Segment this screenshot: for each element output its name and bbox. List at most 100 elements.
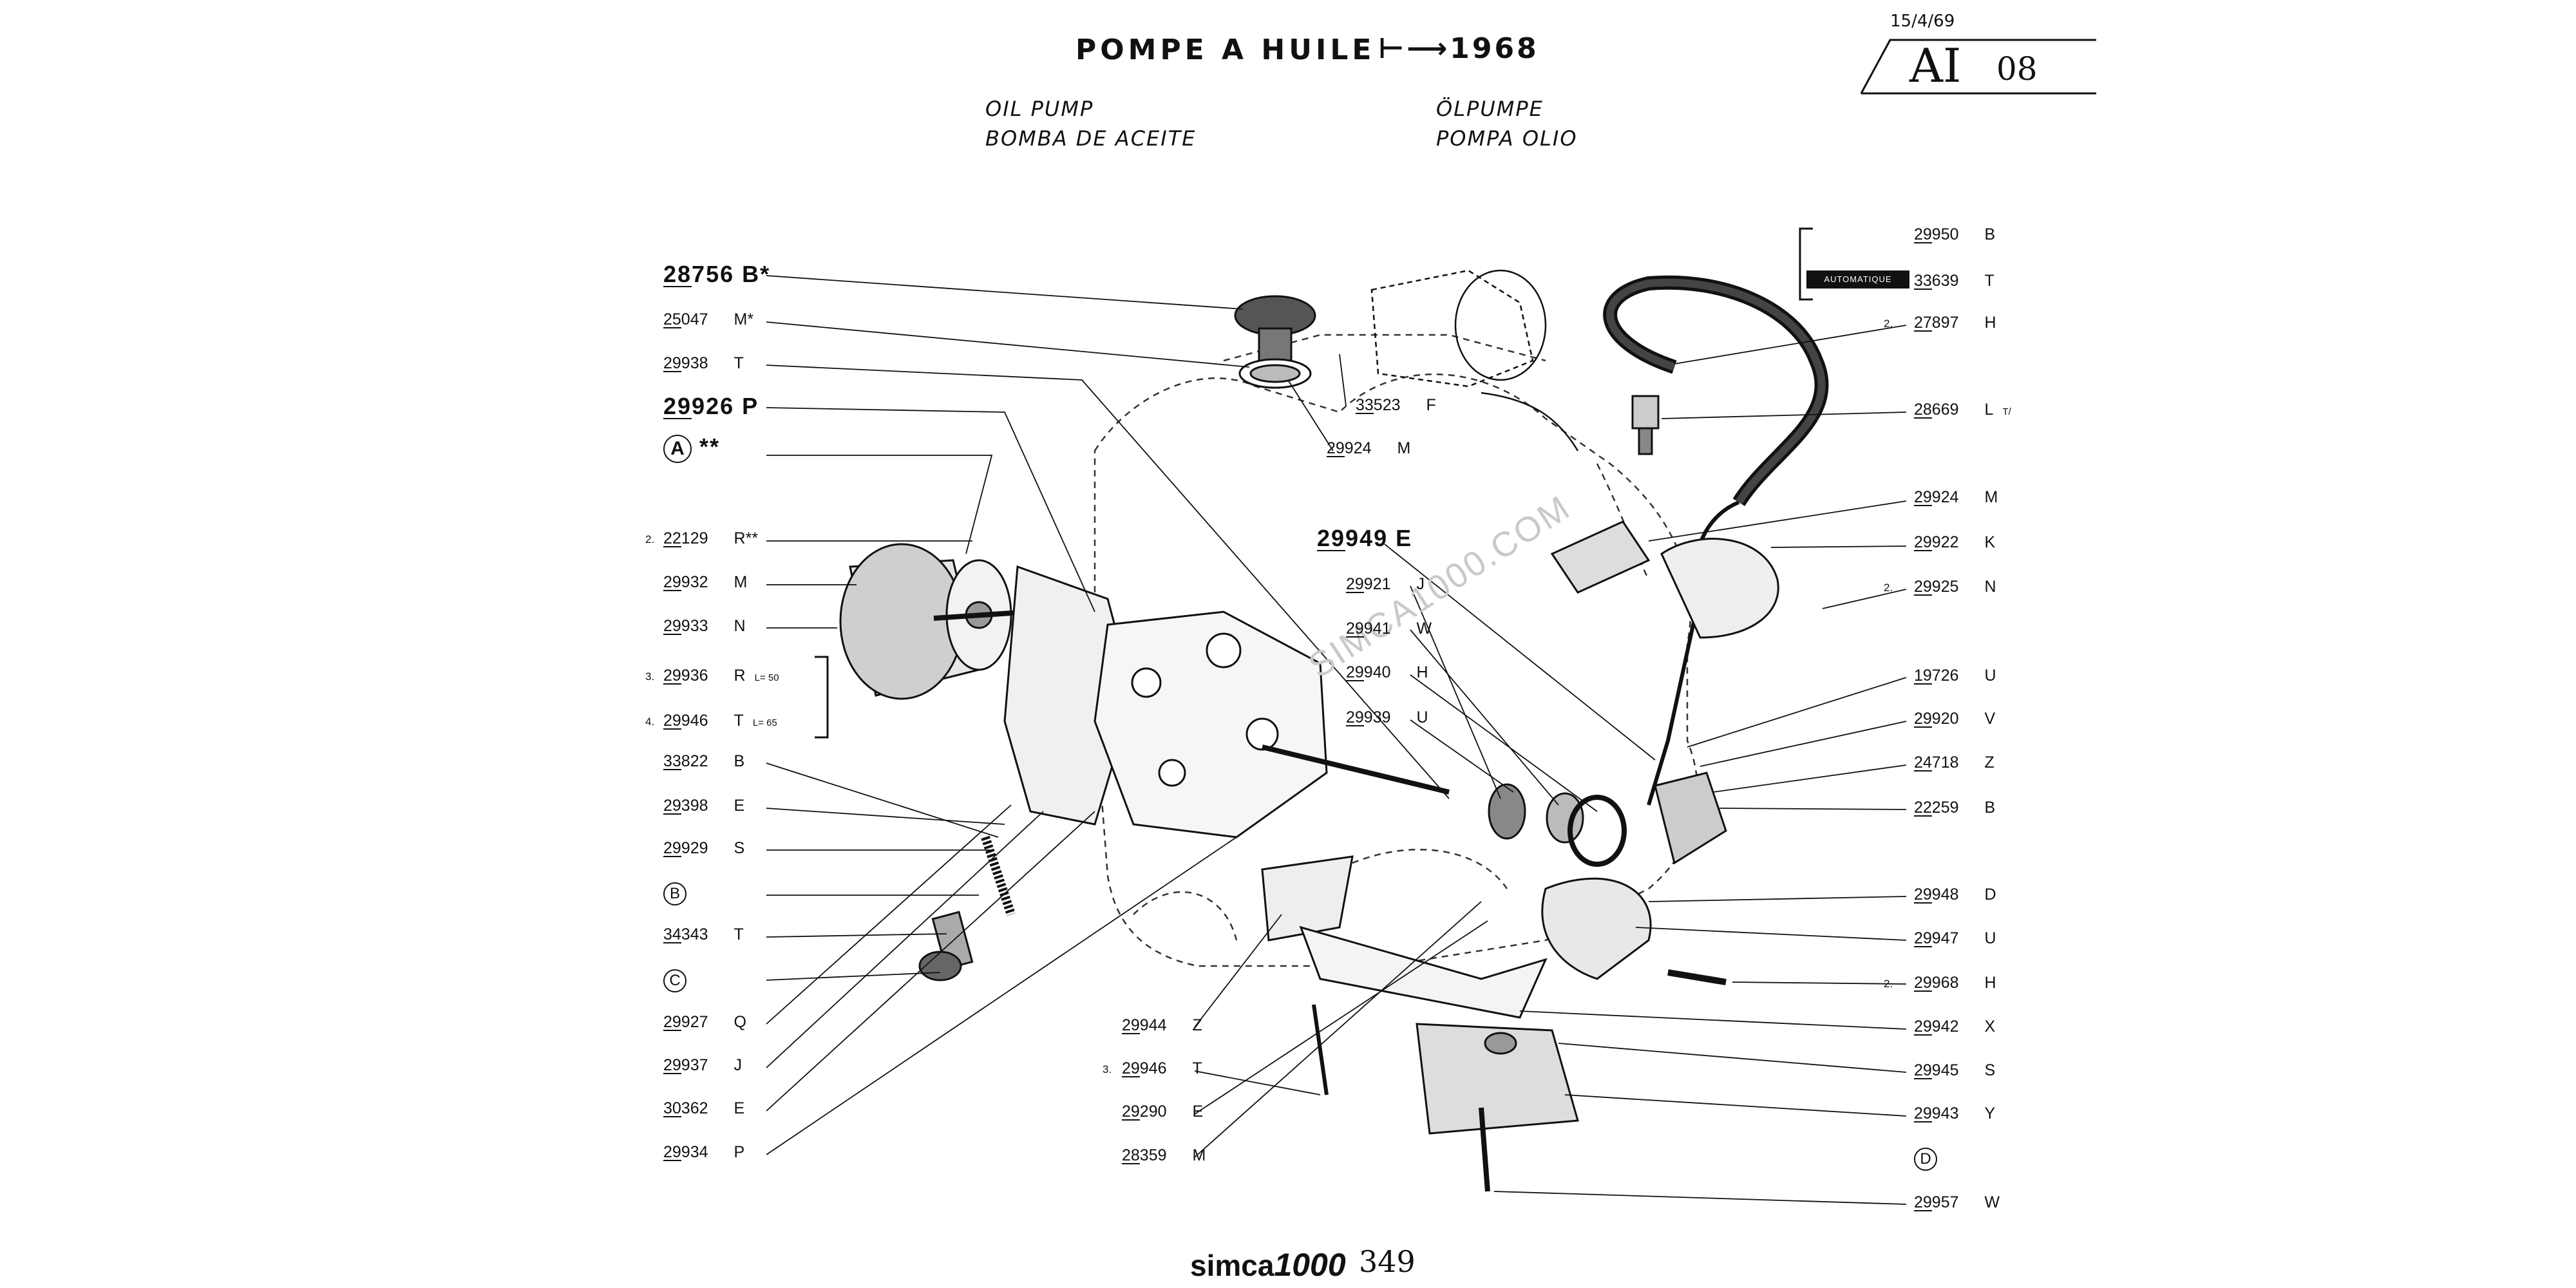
part-suffix: K xyxy=(1984,533,1996,551)
part-suffix: J xyxy=(734,1056,743,1074)
callout-circle: A xyxy=(663,435,692,463)
mid-label: 29949 E xyxy=(1317,525,1412,552)
part-note: T/ xyxy=(2002,406,2011,417)
part-number: 34343 xyxy=(663,925,708,943)
part-number: 29950 xyxy=(1914,225,1959,243)
part-number: 29946 xyxy=(663,712,708,730)
part-number: 29943 xyxy=(1914,1104,1959,1122)
part-suffix: T xyxy=(734,712,744,730)
revision-date: 15/4/69 xyxy=(1890,12,1955,31)
part-suffix: ** xyxy=(699,433,721,460)
pump-body-drawing xyxy=(1003,565,1450,838)
part-suffix: M xyxy=(1397,439,1411,457)
leader-lines-right xyxy=(1493,325,1907,1205)
part-suffix: E xyxy=(734,1099,745,1117)
part-suffix: P xyxy=(734,1143,745,1161)
label-prefix: 2. xyxy=(1884,978,1893,990)
part-number: 29933 xyxy=(663,617,708,635)
part-number: 28359 xyxy=(1122,1146,1167,1164)
part-suffix: B xyxy=(734,752,745,770)
part-number: 29921 xyxy=(1346,575,1391,593)
right-housing-drawing xyxy=(1541,520,1779,985)
part-suffix: F xyxy=(1426,396,1436,414)
left-label: 29937 J xyxy=(663,1056,742,1075)
brand-name: simca xyxy=(1190,1249,1274,1282)
left-label: 4. 29946 T L= 65 xyxy=(645,712,777,730)
part-number: 22129 xyxy=(663,529,708,547)
part-suffix: N xyxy=(1984,578,1996,596)
left-label: 29932 M xyxy=(663,573,747,592)
automatic-badge: AUTOMATIQUE xyxy=(1806,270,1909,289)
part-suffix: D xyxy=(1984,886,1996,904)
part-number: 24718 xyxy=(1914,753,1959,772)
part-number: 25047 xyxy=(663,310,708,328)
label-prefix: 3. xyxy=(645,670,655,683)
callout-circle: C xyxy=(663,969,687,992)
part-number: 29922 xyxy=(1914,533,1959,551)
drive-gear-drawing xyxy=(1488,783,1627,867)
part-number: 29946 xyxy=(1122,1059,1167,1077)
part-number: 30362 xyxy=(663,1099,708,1117)
part-suffix: U xyxy=(1984,929,1996,947)
part-note: L= 65 xyxy=(752,717,777,728)
part-suffix: M* xyxy=(734,310,754,328)
model-name: 1000 xyxy=(1274,1247,1346,1283)
part-suffix: W xyxy=(1984,1193,2000,1211)
housing-top-drawing xyxy=(1370,269,1579,451)
part-suffix: P xyxy=(742,393,759,419)
oil-filler-cap-drawing xyxy=(1234,295,1316,389)
oil-strainer-drawing xyxy=(1261,855,1579,1192)
part-suffix: B* xyxy=(742,261,771,287)
part-number: 29942 xyxy=(1914,1018,1959,1036)
section-code-frame xyxy=(1860,39,2096,95)
left-label: 29933 N xyxy=(663,617,746,636)
right-label: 28669 L T/ xyxy=(1914,401,2011,419)
part-number: 29924 xyxy=(1327,439,1372,457)
left-label: A ** xyxy=(663,433,720,463)
part-number: 29949 xyxy=(1317,525,1388,551)
part-number: 29937 xyxy=(663,1056,708,1074)
part-number: 29932 xyxy=(663,573,708,591)
part-number: 29924 xyxy=(1914,488,1959,506)
label-prefix: 4. xyxy=(645,715,655,728)
part-suffix: H xyxy=(1416,663,1428,681)
part-number: 29934 xyxy=(663,1143,708,1161)
part-number: 29947 xyxy=(1914,929,1959,947)
subtitle-en: OIL PUMP xyxy=(985,97,1094,121)
part-suffix: H xyxy=(1984,974,1996,992)
label-prefix: 2. xyxy=(1884,317,1893,330)
part-suffix: X xyxy=(1984,1018,1996,1036)
year: 1968 xyxy=(1450,32,1539,65)
part-number: 28669 xyxy=(1914,401,1959,419)
part-suffix: M xyxy=(734,573,748,591)
left-label: C xyxy=(663,969,687,992)
arrow-icon: ⊢⟶ xyxy=(1378,32,1450,65)
part-suffix: N xyxy=(734,617,746,635)
left-label: 25047 M* xyxy=(663,310,753,329)
part-number: 29939 xyxy=(1346,708,1391,726)
section-number: 08 xyxy=(1996,50,2038,88)
part-number: 22259 xyxy=(1914,799,1959,817)
part-suffix: E xyxy=(1396,525,1413,551)
part-number: 29968 xyxy=(1914,974,1959,992)
subtitle-de: ÖLPUMPE xyxy=(1436,97,1544,121)
bracket-left xyxy=(815,656,829,739)
year-range: ⊢⟶1968 xyxy=(1378,32,1539,65)
pressure-sender-drawing xyxy=(1631,395,1660,455)
leader-lines-middle xyxy=(1194,354,1656,1158)
part-suffix: L xyxy=(1984,401,1994,419)
